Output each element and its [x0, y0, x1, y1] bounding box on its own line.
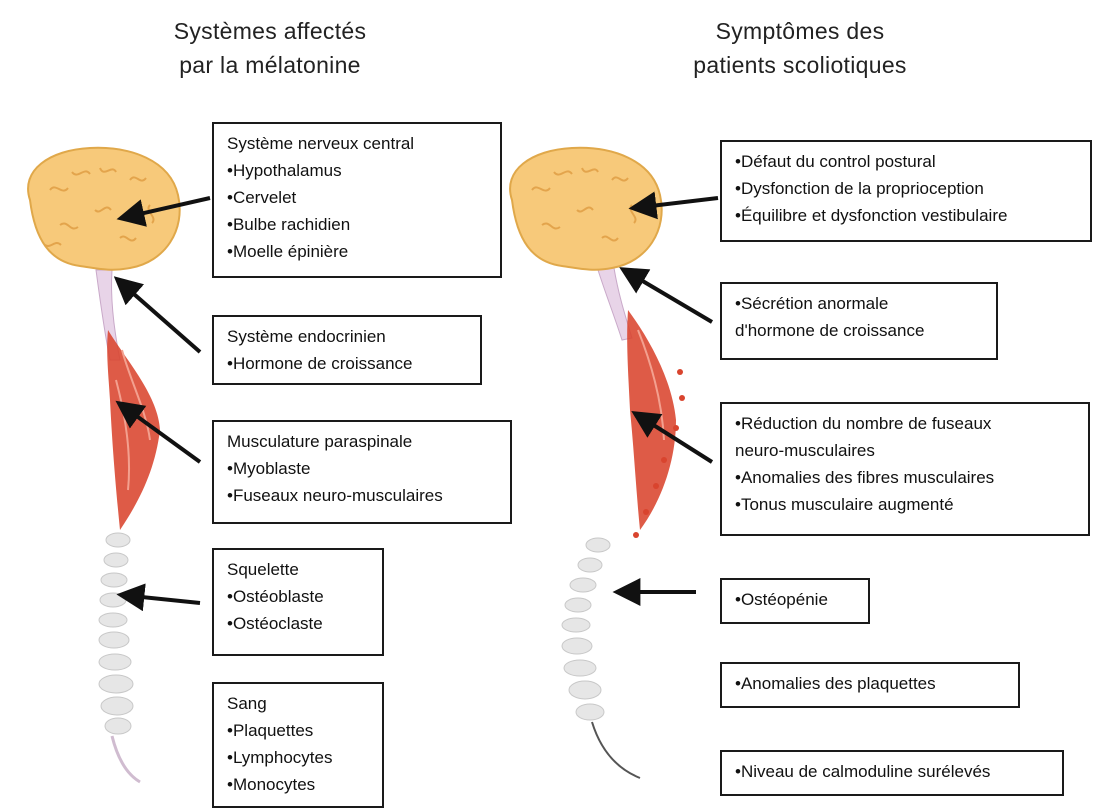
arrow-left-endocrine: [118, 280, 200, 352]
box-item: •Tonus musculaire augmenté: [735, 491, 1078, 518]
right-paraspinal-muscle: [627, 310, 676, 530]
box-item: •Ostéoclaste: [227, 610, 372, 637]
box-item: •Moelle épinière: [227, 238, 490, 265]
box-item: •Sécrétion anormale: [735, 290, 986, 317]
box-item: •Monocytes: [227, 771, 372, 798]
box-item: •Ostéopénie: [735, 586, 858, 613]
box-item: •Anomalies des fibres musculaires: [735, 464, 1078, 491]
box-skeleton: Squelette •Ostéoblaste •Ostéoclaste: [212, 548, 384, 656]
box-item: •Hypothalamus: [227, 157, 490, 184]
right-figure: [510, 148, 685, 778]
box-endocrine-system: Système endocrinien •Hormone de croissan…: [212, 315, 482, 385]
right-spine: [562, 538, 640, 778]
box-central-nervous-system: Système nerveux central •Hypothalamus •C…: [212, 122, 502, 278]
box-item: •Cervelet: [227, 184, 490, 211]
box-item: •Myoblaste: [227, 455, 500, 482]
box-heading: Sang: [227, 690, 372, 717]
box-item: •Défaut du control postural: [735, 148, 1080, 175]
box-calmodulin: •Niveau de calmoduline surélevés: [720, 750, 1064, 796]
right-spinal-cord: [598, 268, 632, 340]
box-heading: Musculature paraspinale: [227, 428, 500, 455]
box-postural-symptoms: •Défaut du control postural •Dysfonction…: [720, 140, 1092, 242]
box-item: •Niveau de calmoduline surélevés: [735, 758, 1052, 785]
box-heading: Squelette: [227, 556, 372, 583]
box-item: •Hormone de croissance: [227, 350, 470, 377]
left-spine: [99, 533, 140, 782]
box-platelet-anomalies: •Anomalies des plaquettes: [720, 662, 1020, 708]
box-paraspinal-muscles: Musculature paraspinale •Myoblaste •Fuse…: [212, 420, 512, 524]
box-heading: Système nerveux central: [227, 130, 490, 157]
left-figure: [28, 148, 180, 782]
box-item: •Équilibre et dysfonction vestibulaire: [735, 202, 1080, 229]
box-heading: Système endocrinien: [227, 323, 470, 350]
box-blood: Sang •Plaquettes •Lymphocytes •Monocytes: [212, 682, 384, 808]
box-item: d'hormone de croissance: [735, 317, 986, 344]
box-osteopenia: •Ostéopénie: [720, 578, 870, 624]
arrow-right-endocrine: [624, 270, 712, 322]
box-item: •Ostéoblaste: [227, 583, 372, 610]
box-item: •Bulbe rachidien: [227, 211, 490, 238]
box-item: neuro-musculaires: [735, 437, 1078, 464]
box-item: •Plaquettes: [227, 717, 372, 744]
left-paraspinal-muscle: [107, 330, 160, 530]
box-item: •Fuseaux neuro-musculaires: [227, 482, 500, 509]
arrow-left-skeleton: [122, 595, 200, 603]
box-item: •Dysfonction de la proprioception: [735, 175, 1080, 202]
box-muscle-symptoms: •Réduction du nombre de fuseaux neuro-mu…: [720, 402, 1090, 536]
box-growth-hormone-symptoms: •Sécrétion anormale d'hormone de croissa…: [720, 282, 998, 360]
box-item: •Lymphocytes: [227, 744, 372, 771]
box-item: •Réduction du nombre de fuseaux: [735, 410, 1078, 437]
box-item: •Anomalies des plaquettes: [735, 670, 1008, 697]
